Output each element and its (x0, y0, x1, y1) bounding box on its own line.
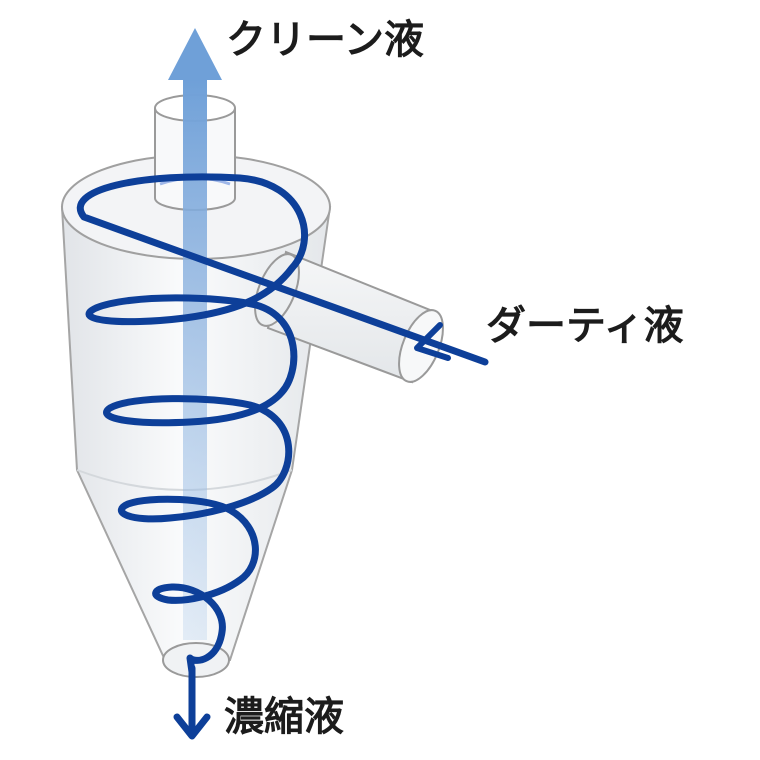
inlet-arrowhead (414, 322, 451, 361)
upflow-arrowhead (168, 28, 222, 80)
clean-liquid-label: クリーン液 (226, 17, 424, 63)
underflow-arrowhead (173, 713, 211, 740)
upflow-shaft (183, 80, 207, 640)
dirty-liquid-label: ダーティ液 (486, 303, 684, 349)
spiral-flow-path (76, 173, 489, 676)
concentrated-liquid-label: 濃縮液 (224, 694, 344, 740)
